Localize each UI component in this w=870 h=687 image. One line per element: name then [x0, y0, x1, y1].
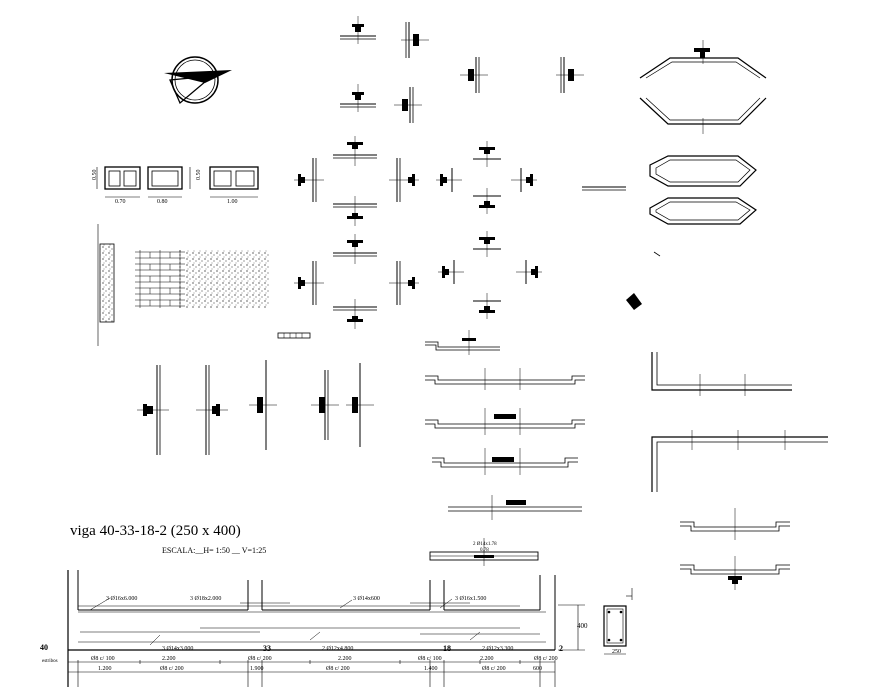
octagon-fixture-group-2	[294, 234, 419, 329]
vertical-profiles	[137, 360, 374, 455]
stirrup-spec-3: Ø8 c/ 100	[418, 656, 442, 662]
small-mark	[626, 251, 661, 310]
column-label-18: 18	[443, 644, 451, 653]
l-section-bottom	[651, 430, 828, 492]
width-dimension: 250	[612, 649, 621, 655]
column-label-2: 2	[559, 644, 563, 653]
small-detail-label-bottom: 0.78	[480, 548, 489, 553]
beam-elevation	[67, 570, 585, 687]
hexagon-frame-top	[639, 40, 767, 134]
dimension-6: 2.200	[480, 656, 494, 662]
dimension-2: 2.200	[162, 656, 176, 662]
beam-scale: ESCALA:__H= 1:50 __ V=1:25	[162, 546, 266, 555]
bottom-bar-label-1: 3 Ø14x3.000	[162, 646, 193, 652]
opening-width-label-2: 0.80	[157, 199, 168, 205]
opening-height-label-2: 0.50	[196, 170, 202, 181]
profile-details-right	[680, 508, 790, 590]
hexagon-frame-bottom	[649, 155, 757, 225]
fixture-details-top	[340, 16, 584, 123]
north-arrow-icon	[164, 56, 232, 105]
column-label-40: 40	[40, 643, 48, 652]
dimension-3: 1.900	[250, 666, 264, 672]
opening-height-label-1: 0.50	[92, 170, 98, 181]
short-segment	[582, 186, 626, 191]
height-dimension: 400	[577, 622, 588, 630]
window-openings: 0.50 0.50 0.70 0.80 1.00	[92, 166, 259, 205]
dimension-7: 600	[533, 666, 542, 672]
dimension-4: 2.200	[338, 656, 352, 662]
top-bar-label-3: 3 Ø14x600	[353, 596, 380, 602]
horizontal-section-details	[425, 330, 585, 520]
top-bar-label-2: 3 Ø18x2.000	[190, 596, 221, 602]
top-bar-label-1: 3 Ø16x6.000	[106, 596, 137, 602]
wall-texture-section	[97, 224, 311, 346]
bottom-bar-label-2: 2 Ø12x4.800	[322, 646, 353, 652]
stirrup-spec-lower-1: Ø8 c/ 200	[160, 666, 184, 672]
beam-title: viga 40-33-18-2 (250 x 400)	[70, 523, 241, 539]
bottom-bar-label-3: 2 Ø12x3.300	[482, 646, 513, 652]
stirrup-spec-lower-2: Ø8 c/ 200	[326, 666, 350, 672]
stirrup-spec-2: Ø8 c/ 200	[248, 656, 272, 662]
beam-cross-section	[603, 588, 633, 655]
cross-fixture-group-2	[438, 231, 542, 319]
small-bar-detail: 2 Ø14x1.78 0.78	[429, 538, 539, 566]
top-bar-label-4: 3 Ø16x1.500	[455, 596, 486, 602]
dimension-5: 1.400	[424, 666, 438, 672]
small-detail-label-top: 2 Ø14x1.78	[473, 542, 497, 547]
stirrups-label: estribos	[42, 659, 58, 664]
l-section-top	[651, 352, 792, 396]
opening-width-label-1: 0.70	[115, 199, 126, 205]
stirrup-spec-1: Ø8 c/ 100	[91, 656, 115, 662]
opening-width-label-3: 1.00	[227, 199, 238, 205]
stirrup-spec-lower-3: Ø8 c/ 200	[482, 666, 506, 672]
octagon-fixture-group-1	[294, 136, 419, 226]
cross-fixture-group-1	[436, 141, 537, 214]
stirrup-spec-4: Ø8 c/ 200	[534, 656, 558, 662]
dimension-1: 1.200	[98, 666, 112, 672]
column-label-33: 33	[263, 644, 271, 653]
